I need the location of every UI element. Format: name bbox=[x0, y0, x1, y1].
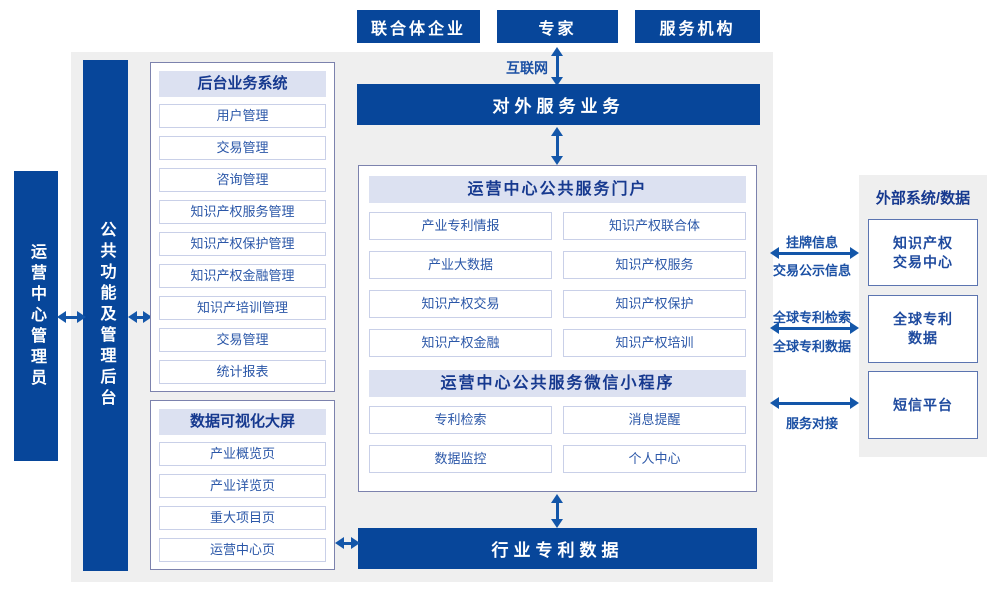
industry-data-bar: 行业专利数据 bbox=[358, 528, 757, 569]
actor-label: 服务机构 bbox=[659, 20, 736, 38]
miniprogram-item: 个人中心 bbox=[563, 445, 746, 473]
actor-service-agency: 服务机构 bbox=[635, 10, 760, 43]
dashboard-item: 产业概览页 bbox=[159, 442, 326, 466]
external-system-line: 全球专利 bbox=[893, 311, 953, 327]
dashboard-title: 数据可视化大屏 bbox=[159, 409, 326, 435]
miniprogram-item: 数据监控 bbox=[369, 445, 552, 473]
portal-items-grid: 产业专利情报 知识产权联合体 产业大数据 知识产权服务 知识产权交易 知识产权保… bbox=[369, 212, 746, 357]
external-systems-panel: 外部系统/数据 知识产权 交易中心 全球专利 数据 短信平台 bbox=[859, 175, 987, 457]
global-patent-search-label: 全球专利检索 bbox=[772, 310, 851, 325]
internet-label: 互联网 bbox=[506, 60, 548, 76]
backend-item: 用户管理 bbox=[159, 104, 326, 128]
backend-item: 知识产培训管理 bbox=[159, 296, 326, 320]
trade-publicity-label: 交易公示信息 bbox=[772, 263, 851, 278]
service-connect-label: 服务对接 bbox=[785, 416, 838, 431]
dashboard-item: 运营中心页 bbox=[159, 538, 326, 562]
public-function-backend-pillar: 公共功能及管理后台 bbox=[83, 60, 128, 571]
external-service-bar: 对外服务业务 bbox=[357, 84, 760, 125]
miniprogram-item: 专利检索 bbox=[369, 406, 552, 434]
miniprogram-title: 运营中心公共服务微信小程序 bbox=[369, 370, 746, 397]
portal-item: 知识产权保护 bbox=[563, 290, 746, 318]
listing-info-label: 挂牌信息 bbox=[785, 235, 838, 250]
backend-item: 交易管理 bbox=[159, 136, 326, 160]
backend-item: 统计报表 bbox=[159, 360, 326, 384]
sms-h-arrow-icon bbox=[770, 397, 859, 409]
dashboard-industry-h-arrow-icon bbox=[335, 537, 360, 549]
backend-item: 知识产权保护管理 bbox=[159, 232, 326, 256]
actor-label: 专家 bbox=[538, 20, 577, 38]
industry-data-bar-label: 行业专利数据 bbox=[491, 541, 624, 560]
external-system-line: 短信平台 bbox=[893, 396, 953, 413]
dashboard-container: 数据可视化大屏 产业概览页 产业详览页 重大项目页 运营中心页 bbox=[150, 400, 335, 570]
external-system-sms-platform: 短信平台 bbox=[868, 371, 978, 439]
portal-item: 知识产权金融 bbox=[369, 329, 552, 357]
miniprogram-item: 消息提醒 bbox=[563, 406, 746, 434]
external-system-line: 数据 bbox=[908, 330, 938, 346]
portal-container: 运营中心公共服务门户 产业专利情报 知识产权联合体 产业大数据 知识产权服务 知… bbox=[358, 165, 757, 492]
backend-system-container: 后台业务系统 用户管理 交易管理 咨询管理 知识产权服务管理 知识产权保护管理 … bbox=[150, 62, 335, 392]
portal-item: 知识产权联合体 bbox=[563, 212, 746, 240]
operation-center-admin-label: 运营中心管理员 bbox=[28, 242, 45, 390]
portal-item: 产业大数据 bbox=[369, 251, 552, 279]
portal-item: 产业专利情报 bbox=[369, 212, 552, 240]
backend-item: 知识产权服务管理 bbox=[159, 200, 326, 224]
actor-consortium-enterprise: 联合体企业 bbox=[357, 10, 480, 43]
backend-system-title: 后台业务系统 bbox=[159, 71, 326, 97]
global-patent-h-arrow-icon bbox=[770, 322, 859, 334]
external-system-global-patent: 全球专利 数据 bbox=[868, 295, 978, 363]
dashboard-item: 重大项目页 bbox=[159, 506, 326, 530]
internet-v-arrow-icon bbox=[551, 47, 563, 86]
external-system-line: 知识产权 bbox=[893, 234, 953, 251]
dashboard-item: 产业详览页 bbox=[159, 474, 326, 498]
portal-item: 知识产权交易 bbox=[369, 290, 552, 318]
backend-item: 知识产权金融管理 bbox=[159, 264, 326, 288]
backend-system-h-arrow-icon bbox=[128, 311, 152, 323]
backend-item: 交易管理 bbox=[159, 328, 326, 352]
portal-title: 运营中心公共服务门户 bbox=[369, 176, 746, 203]
external-systems-title: 外部系统/数据 bbox=[875, 190, 971, 207]
trade-center-h-arrow-icon bbox=[770, 247, 859, 259]
actor-expert: 专家 bbox=[497, 10, 618, 43]
external-system-trade-center: 知识产权 交易中心 bbox=[868, 219, 978, 286]
portal-item: 知识产权培训 bbox=[563, 329, 746, 357]
portal-industry-v-arrow-icon bbox=[551, 494, 563, 528]
external-portal-v-arrow-icon bbox=[551, 127, 563, 165]
actor-label: 联合体企业 bbox=[370, 20, 466, 38]
external-service-bar-label: 对外服务业务 bbox=[492, 97, 625, 116]
miniprogram-items-grid: 专利检索 消息提醒 数据监控 个人中心 bbox=[369, 406, 746, 473]
admin-backend-h-arrow-icon bbox=[57, 311, 86, 323]
global-patent-data-label: 全球专利数据 bbox=[772, 339, 851, 354]
public-function-backend-label: 公共功能及管理后台 bbox=[97, 221, 115, 410]
external-system-line: 交易中心 bbox=[893, 253, 953, 270]
backend-item: 咨询管理 bbox=[159, 168, 326, 192]
operation-center-admin-pillar: 运营中心管理员 bbox=[14, 171, 58, 461]
portal-item: 知识产权服务 bbox=[563, 251, 746, 279]
